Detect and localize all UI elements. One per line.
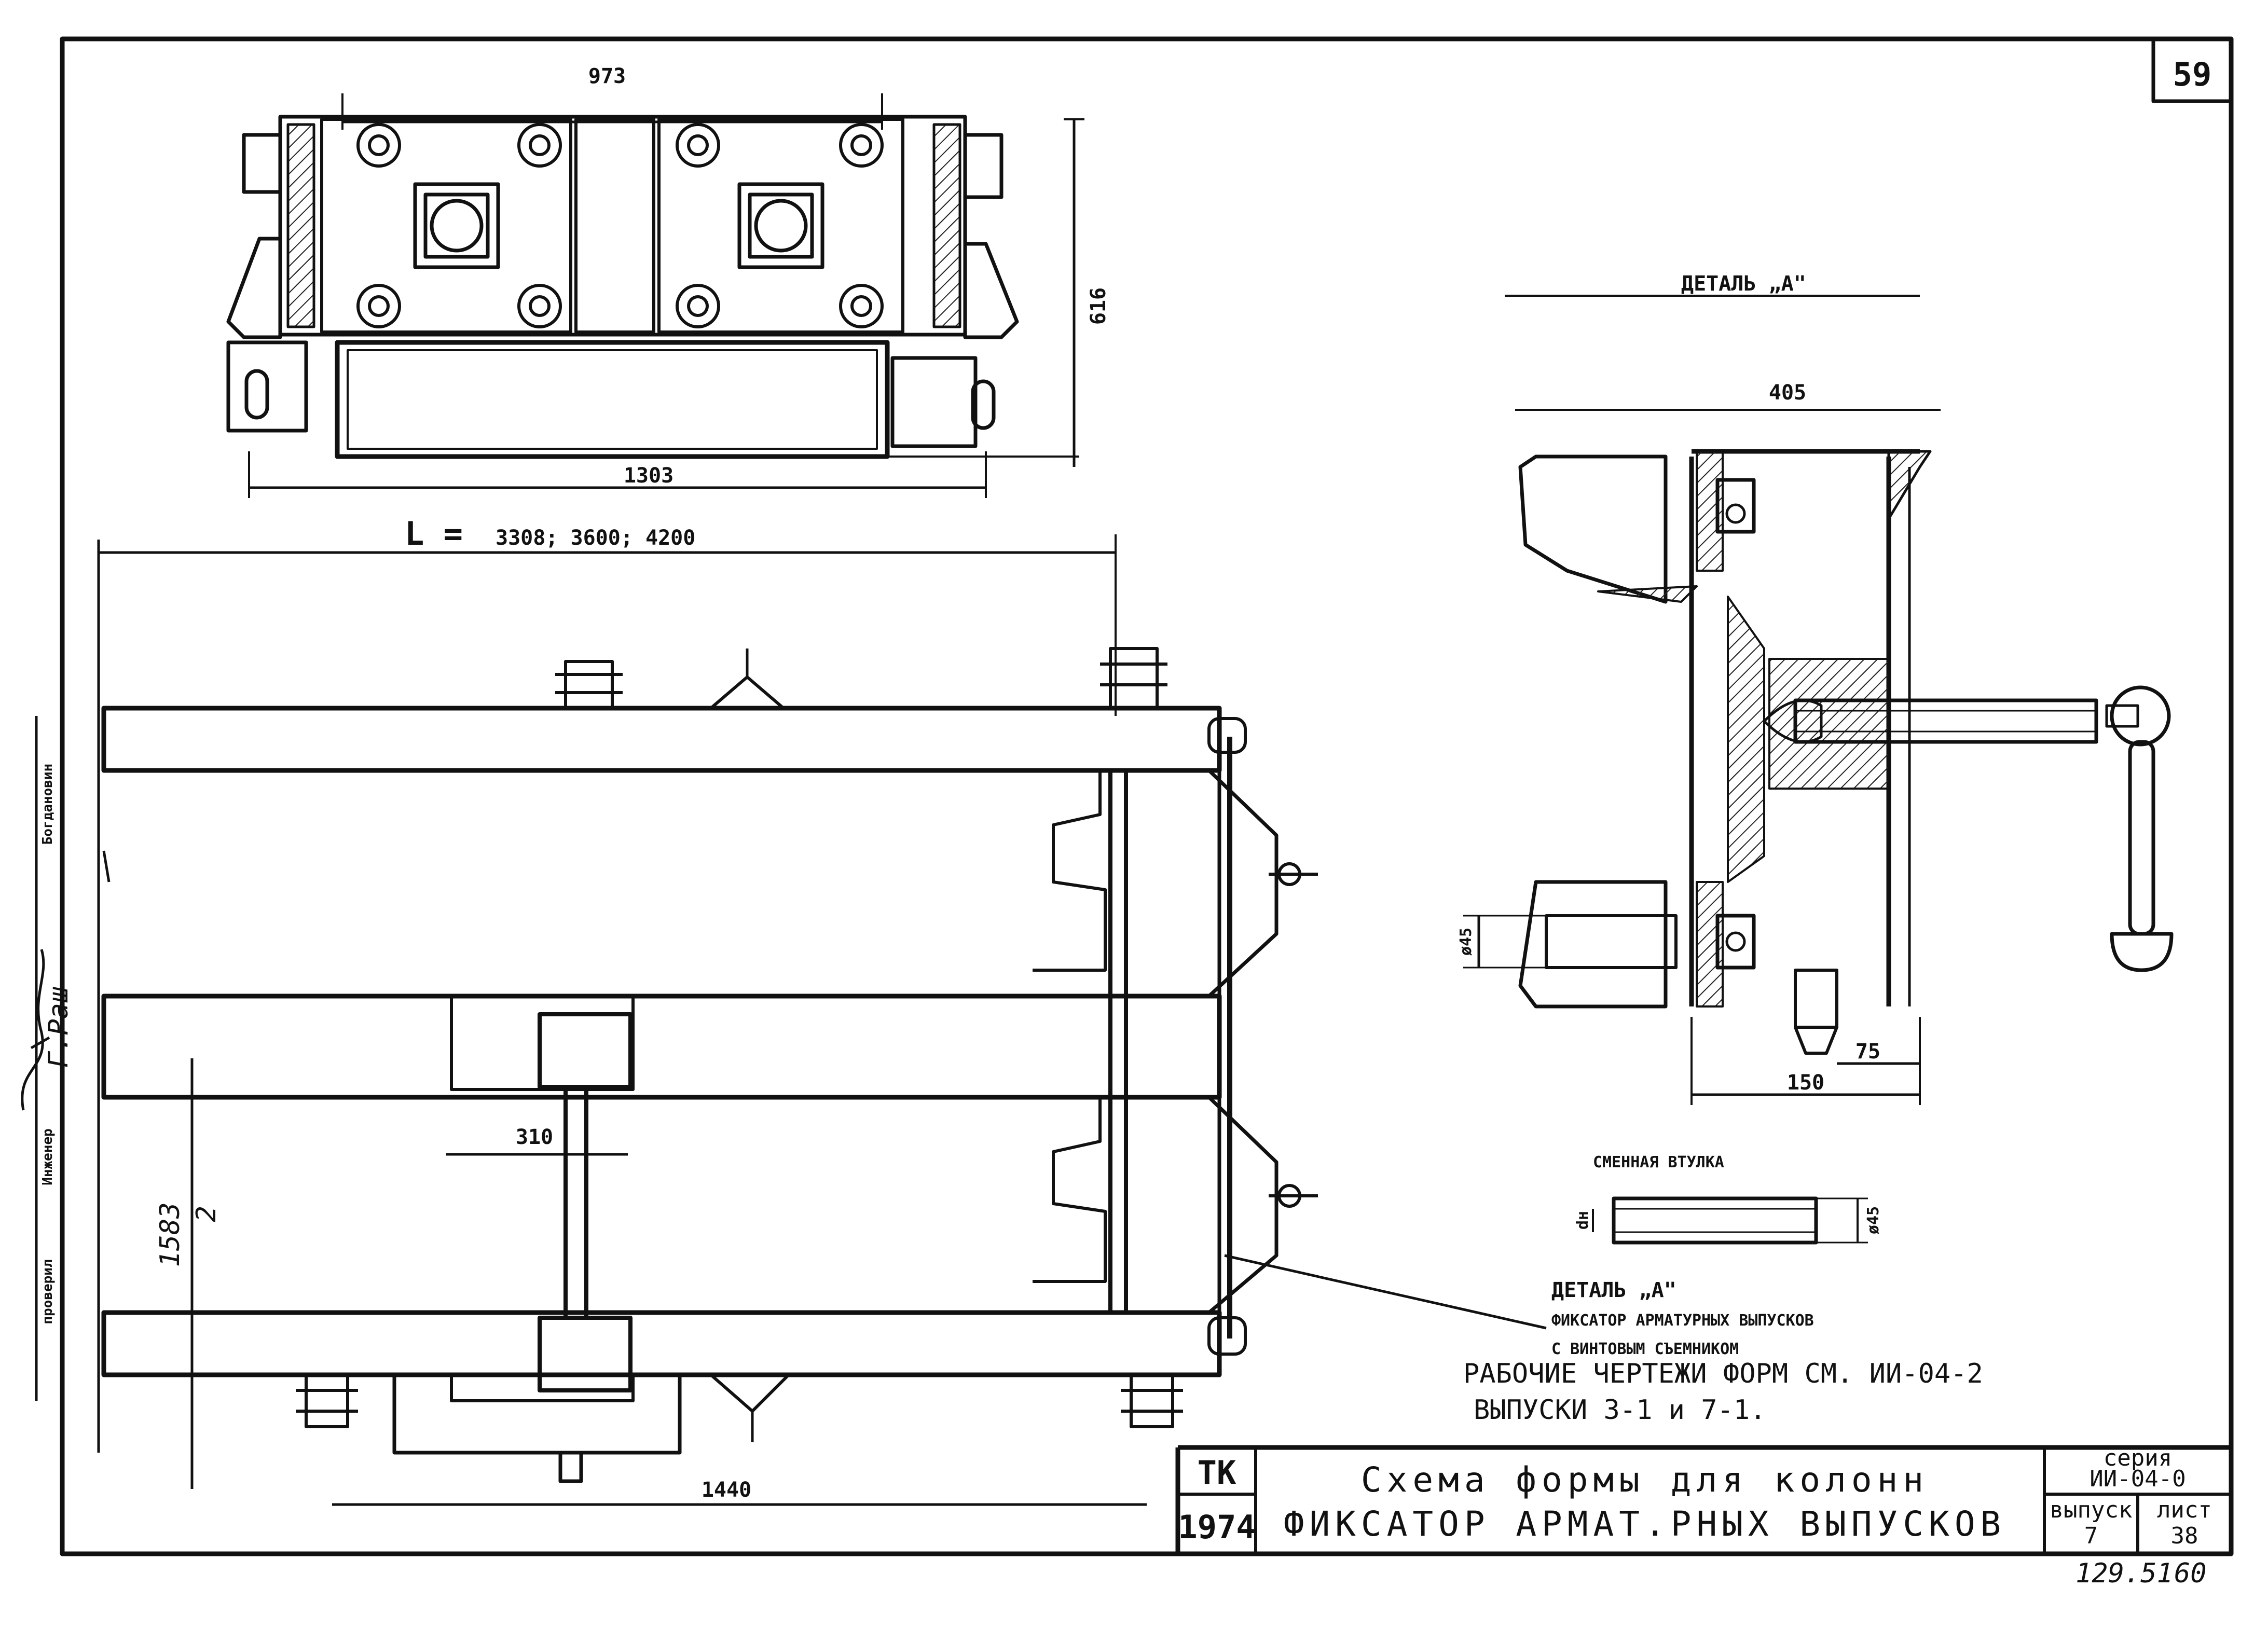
bottom-ref-2: 60 [2174, 1558, 2207, 1589]
side-label-3: Г.Раш [43, 987, 74, 1068]
tb-year: 1974 [1178, 1508, 1255, 1546]
tb-org: ТК [1198, 1454, 1236, 1492]
length-label: L = [405, 515, 463, 553]
detail-a-view [1463, 295, 2174, 1105]
length-values: 3308; 3600; 4200 [496, 526, 695, 550]
title-block [1175, 1445, 2231, 1554]
tb-title-line1: Схема формы для колонн [1361, 1460, 1929, 1500]
dim-405: 405 [1769, 381, 1806, 405]
main-view [97, 534, 1547, 1506]
note-line2: ФИКСАТОР АРМАТУРНЫХ ВЫПУСКОВ [1551, 1312, 1814, 1330]
note-line1: ДЕТАЛЬ „А" [1551, 1278, 1676, 1302]
bottom-ref: 129.51 [2075, 1558, 2173, 1589]
dim-150: 150 [1787, 1071, 1824, 1095]
side-label-2: Богдановин [40, 764, 56, 845]
note-line3: С ВИНТОВЫМ СЪЕМНИКОМ [1551, 1340, 1739, 1358]
note-line4: РАБОЧИЕ ЧЕРТЕЖИ ФОРМ СМ. ИИ-04-2 [1463, 1358, 1983, 1389]
dim-2: 2 [191, 1206, 222, 1222]
tb-issue-label: выпуск [2050, 1497, 2133, 1523]
dim-45-detail: ø45 [1457, 928, 1475, 956]
tb-sheet-value: 38 [2171, 1523, 2198, 1549]
note-line5: ВЫПУСКИ 3-1 и 7-1. [1474, 1395, 1766, 1426]
side-strip [21, 716, 111, 1401]
dim-45-bushing: ø45 [1864, 1206, 1882, 1234]
side-label-4: проверил [40, 1259, 56, 1324]
sheet-frame [60, 36, 2234, 1556]
dim-1303: 1303 [624, 464, 673, 488]
dim-973: 973 [588, 64, 626, 88]
dim-1440: 1440 [702, 1478, 751, 1502]
dim-310: 310 [516, 1125, 553, 1149]
tb-series-value: ИИ-04-0 [2090, 1466, 2185, 1492]
page-number: 59 [2173, 56, 2212, 93]
dim-dn: dн [1574, 1211, 1592, 1230]
side-label-1: Инженер [40, 1128, 56, 1185]
dim-616: 616 [1087, 287, 1110, 325]
bushing-view [1592, 1196, 1868, 1245]
detail-a-title: ДЕТАЛЬ „А" [1681, 272, 1806, 296]
tb-issue-value: 7 [2084, 1523, 2098, 1549]
page-number-box [2151, 37, 2233, 103]
tb-title-line2: ФИКСАТОР АРМАТ.РНЫХ ВЫПУСКОВ [1284, 1504, 2006, 1544]
dim-75: 75 [1855, 1040, 1880, 1064]
top-view [226, 93, 1084, 498]
tb-sheet-label: лист [2157, 1497, 2212, 1523]
tb-series-label: серия [2104, 1445, 2172, 1471]
bushing-title: СМЕННАЯ ВТУЛКА [1593, 1153, 1724, 1171]
dim-1583: 1583 [155, 1202, 186, 1267]
